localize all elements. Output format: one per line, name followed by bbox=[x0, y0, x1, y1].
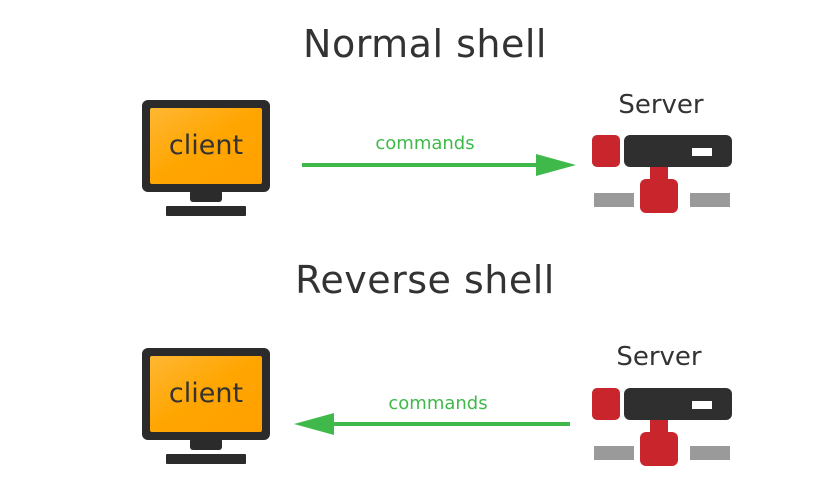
client-label: client bbox=[169, 378, 243, 409]
normal-shell-title: Normal shell bbox=[303, 22, 547, 66]
server-label: Server bbox=[616, 342, 702, 372]
server-led bbox=[692, 148, 712, 156]
monitor-neck bbox=[190, 190, 222, 202]
monitor-screen bbox=[150, 108, 262, 184]
server-led bbox=[692, 401, 712, 409]
network-bar-right bbox=[690, 193, 730, 207]
network-bar-right bbox=[690, 446, 730, 460]
server-connector bbox=[640, 432, 678, 466]
server-connector bbox=[640, 179, 678, 213]
client-monitor-icon: client bbox=[142, 100, 270, 216]
reverse-shell-title: Reverse shell bbox=[295, 258, 555, 302]
client-monitor-icon: client bbox=[142, 348, 270, 464]
server-body bbox=[624, 135, 732, 167]
monitor-base bbox=[166, 454, 246, 464]
server-red-block bbox=[592, 135, 620, 167]
network-bar-left bbox=[594, 446, 634, 460]
monitor-base bbox=[166, 206, 246, 216]
server-body bbox=[624, 388, 732, 420]
server-icon bbox=[592, 135, 732, 213]
server-red-block bbox=[592, 388, 620, 420]
arrow-left-icon bbox=[294, 413, 570, 435]
commands-label: commands bbox=[388, 393, 488, 414]
commands-label: commands bbox=[375, 133, 475, 154]
client-label: client bbox=[169, 130, 243, 161]
server-icon bbox=[592, 388, 732, 466]
network-bar-left bbox=[594, 193, 634, 207]
server-label: Server bbox=[618, 90, 704, 120]
monitor-neck bbox=[190, 438, 222, 450]
monitor-screen bbox=[150, 356, 262, 432]
arrow-right-icon bbox=[302, 154, 576, 176]
